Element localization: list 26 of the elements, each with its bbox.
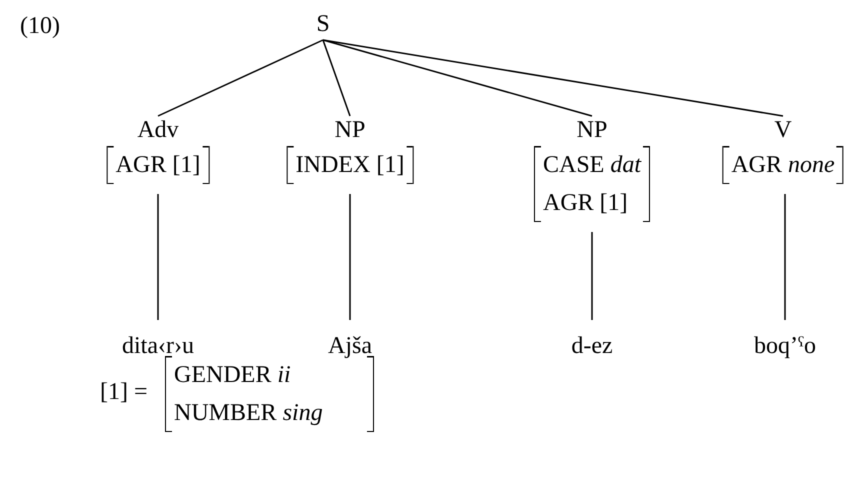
category-label: Adv [137,116,179,145]
tree-branch [322,39,592,117]
equation-label: [1] = [100,378,148,407]
example-number: (10) [20,12,60,41]
word-label: dita‹r›u [122,332,194,361]
feature-value: AGR [1] [542,189,628,218]
feature-value: CASE dat [542,151,642,180]
feature-value: AGR [1] [116,151,200,180]
word-label: boq’ˤo [754,332,816,361]
feature-value: INDEX [1] [296,151,404,180]
category-label: NP [334,116,366,145]
feature-value: AGR none [731,151,835,180]
root-label: S [316,10,330,39]
feature-value: NUMBER sing [174,399,323,428]
tree-branch [349,194,351,320]
tree-branch [591,232,593,320]
category-label: V [774,116,792,145]
category-label: NP [576,116,608,145]
tree-branch [322,39,784,117]
feature-value: GENDER ii [174,361,291,390]
tree-branch [784,194,786,320]
word-label: Ajša [328,332,372,361]
word-label: d-ez [571,332,613,361]
tree-branch [322,40,351,116]
tree-branch [157,194,159,320]
tree-branch [158,39,324,117]
